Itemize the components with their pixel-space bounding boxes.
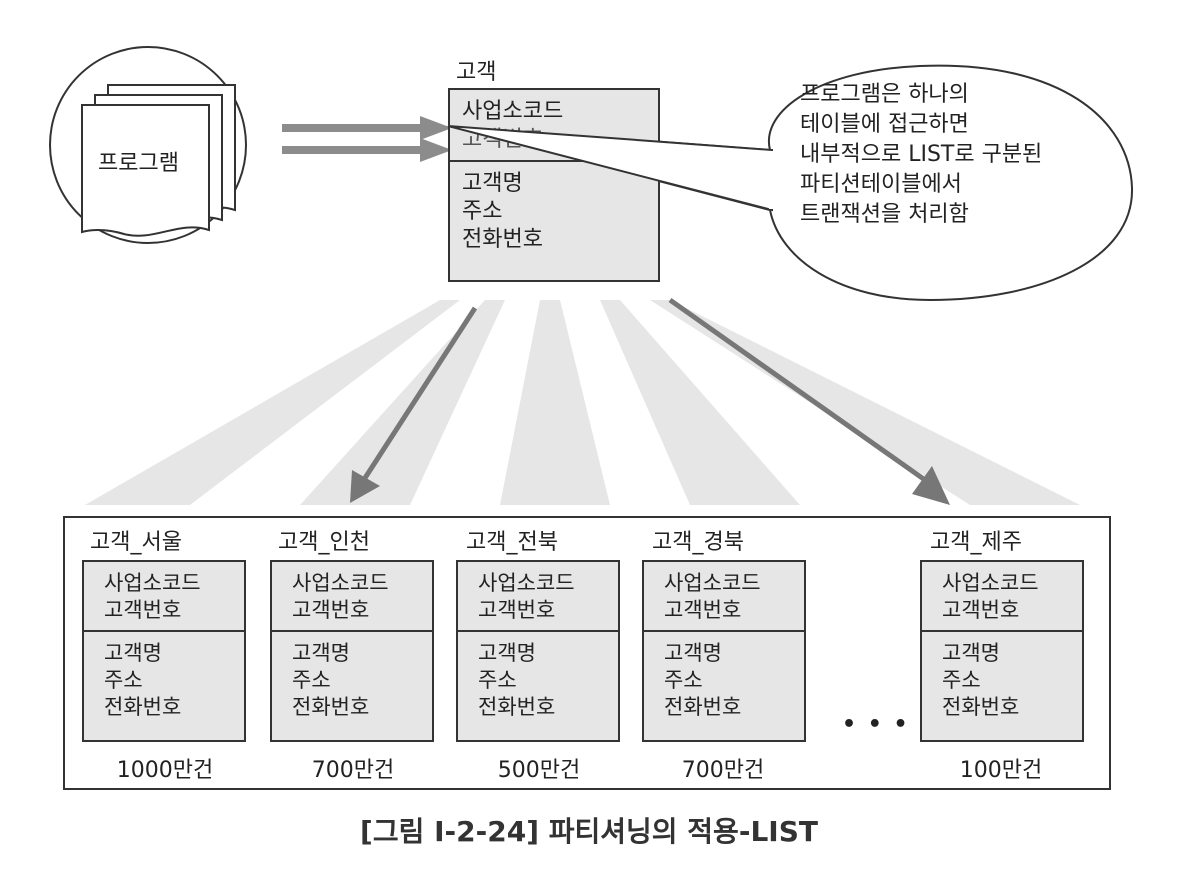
partition-2-count: 700만건 bbox=[311, 758, 395, 783]
main-table-attr-2: 주소 bbox=[462, 199, 503, 224]
partition-2-attr-section: 고객명 주소 전화번호 bbox=[272, 632, 432, 721]
partition-2-title: 고객_인천 bbox=[278, 530, 370, 555]
partition-3-count: 500만건 bbox=[497, 758, 581, 783]
partition-4-attr-2: 주소 bbox=[664, 668, 703, 692]
partition-3-title: 고객_전북 bbox=[466, 530, 558, 555]
partition-1-attr-section: 고객명 주소 전화번호 bbox=[84, 632, 244, 721]
partition-1-title: 고객_서울 bbox=[90, 530, 182, 555]
partition-4-attr-1: 고객명 bbox=[664, 641, 722, 665]
callout-text: 프로그램은 하나의 테이블에 접근하면 내부적으로 LIST로 구분된 파티션테… bbox=[800, 80, 1042, 230]
partition-2-attr-1: 고객명 bbox=[292, 641, 350, 665]
program-label: 프로그램 bbox=[98, 151, 179, 176]
partition-4-attr-section: 고객명 주소 전화번호 bbox=[644, 632, 804, 721]
main-table-attr-1: 고객명 bbox=[462, 171, 523, 196]
main-table-attr-3: 전화번호 bbox=[462, 227, 543, 252]
callout-line-1: 프로그램은 하나의 bbox=[800, 82, 969, 107]
callout-bubble bbox=[447, 64, 1134, 302]
partition-5-key-1: 사업소코드 bbox=[942, 571, 1039, 595]
partition-5-count: 100만건 bbox=[959, 758, 1043, 783]
partition-3-attr-3: 전화번호 bbox=[478, 695, 556, 719]
ellipsis: • • • bbox=[842, 712, 910, 737]
partition-4-table: 사업소코드 고객번호 고객명 주소 전화번호 bbox=[642, 560, 806, 742]
partition-1-attr-2: 주소 bbox=[104, 668, 143, 692]
access-arrows bbox=[282, 116, 452, 162]
partition-3-attr-1: 고객명 bbox=[478, 641, 536, 665]
callout-line-4: 파티션테이블에서 bbox=[800, 172, 962, 197]
partition-1-count: 1000만건 bbox=[116, 758, 214, 783]
partition-3-key-2: 고객번호 bbox=[478, 598, 556, 622]
partition-5-table: 사업소코드 고객번호 고객명 주소 전화번호 bbox=[920, 560, 1084, 742]
program-document-icon bbox=[81, 84, 236, 237]
partition-2-table: 사업소코드 고객번호 고객명 주소 전화번호 bbox=[270, 560, 434, 742]
figure-caption: [그림 Ⅰ-2-24] 파티셔닝의 적용-LIST bbox=[360, 815, 818, 848]
partition-2-key-section: 사업소코드 고객번호 bbox=[272, 562, 432, 632]
partition-3-table: 사업소코드 고객번호 고객명 주소 전화번호 bbox=[456, 560, 620, 742]
partition-1-attr-3: 전화번호 bbox=[104, 695, 182, 719]
partition-4-key-section: 사업소코드 고객번호 bbox=[644, 562, 804, 632]
callout-line-2: 테이블에 접근하면 bbox=[800, 112, 969, 137]
callout-line-3: 내부적으로 LIST로 구분된 bbox=[800, 142, 1043, 167]
partition-2-key-2: 고객번호 bbox=[292, 598, 370, 622]
main-table-key-1: 사업소코드 bbox=[462, 99, 564, 124]
partition-4-title: 고객_경북 bbox=[652, 530, 744, 555]
partition-arrows bbox=[350, 297, 950, 505]
partition-4-count: 700만건 bbox=[681, 758, 765, 783]
partition-1-key-1: 사업소코드 bbox=[104, 571, 201, 595]
partition-4-attr-3: 전화번호 bbox=[664, 695, 742, 719]
partition-2-attr-3: 전화번호 bbox=[292, 695, 370, 719]
partition-5-key-2: 고객번호 bbox=[942, 598, 1020, 622]
partition-1-key-2: 고객번호 bbox=[104, 598, 182, 622]
partition-3-key-section: 사업소코드 고객번호 bbox=[458, 562, 618, 632]
partition-5-key-section: 사업소코드 고객번호 bbox=[922, 562, 1082, 632]
partition-1-table: 사업소코드 고객번호 고객명 주소 전화번호 bbox=[82, 560, 246, 742]
partition-3-key-1: 사업소코드 bbox=[478, 571, 575, 595]
partition-5-attr-section: 고객명 주소 전화번호 bbox=[922, 632, 1082, 721]
partition-5-attr-1: 고객명 bbox=[942, 641, 1000, 665]
partition-5-attr-2: 주소 bbox=[942, 668, 981, 692]
partition-4-key-1: 사업소코드 bbox=[664, 571, 761, 595]
partition-5-title: 고객_제주 bbox=[930, 530, 1022, 555]
partition-1-attr-1: 고객명 bbox=[104, 641, 162, 665]
partition-5-attr-3: 전화번호 bbox=[942, 695, 1020, 719]
main-table-attr-section: 고객명 주소 전화번호 bbox=[450, 162, 658, 254]
partition-3-attr-2: 주소 bbox=[478, 668, 517, 692]
callout-line-5: 트랜잭션을 처리함 bbox=[800, 202, 969, 227]
partition-1-key-section: 사업소코드 고객번호 bbox=[84, 562, 244, 632]
partition-2-key-1: 사업소코드 bbox=[292, 571, 389, 595]
main-table-title: 고객 bbox=[456, 60, 497, 85]
partition-4-key-2: 고객번호 bbox=[664, 598, 742, 622]
partition-rays bbox=[85, 300, 1080, 505]
partition-2-attr-2: 주소 bbox=[292, 668, 331, 692]
partition-3-attr-section: 고객명 주소 전화번호 bbox=[458, 632, 618, 721]
